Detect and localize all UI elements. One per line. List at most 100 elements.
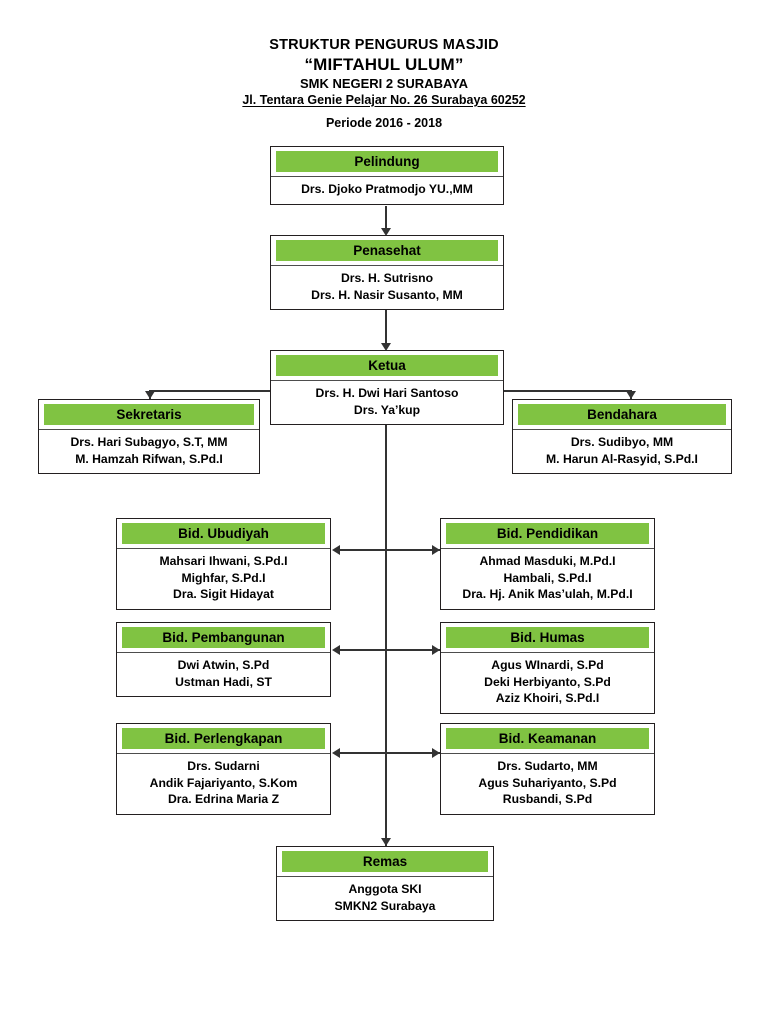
node-sekretaris-title: Sekretaris: [44, 404, 254, 425]
node-bid-keamanan[interactable]: Bid. Keamanan Drs. Sudarto, MM Agus Suha…: [440, 723, 655, 815]
node-bid-humas-title-wrap: Bid. Humas: [441, 623, 654, 652]
node-pelindung-title: Pelindung: [276, 151, 498, 172]
node-remas-divider: [277, 876, 493, 878]
member: Drs. H. Sutrisno: [340, 271, 434, 286]
member: Mighfar, S.Pd.I: [181, 570, 266, 585]
node-bid-keamanan-divider: [441, 753, 654, 755]
node-bid-humas[interactable]: Bid. Humas Agus WInardi, S.Pd Deki Herbi…: [440, 622, 655, 714]
node-remas-members: Anggota SKI SMKN2 Surabaya: [277, 877, 493, 920]
member: Andik Fajariyanto, S.Kom: [149, 775, 298, 790]
node-bendahara[interactable]: Bendahara Drs. Sudibyo, MM M. Harun Al-R…: [512, 399, 732, 475]
node-bendahara-members: Drs. Sudibyo, MM M. Harun Al-Rasyid, S.P…: [513, 430, 731, 473]
header-period: Periode 2016 - 2018: [325, 116, 443, 130]
member: Dwi Atwin, S.Pd: [177, 658, 270, 673]
member: Drs. Djoko Pratmodjo YU.,MM: [301, 182, 473, 197]
node-bid-ubudiyah-title-wrap: Bid. Ubudiyah: [117, 519, 330, 548]
member: Dra. Hj. Anik Mas’ulah, M.Pd.I: [462, 587, 633, 602]
node-ketua-title-wrap: Ketua: [271, 351, 503, 380]
node-pelindung-title-wrap: Pelindung: [271, 147, 503, 176]
member: Ustman Hadi, ST: [175, 674, 272, 689]
member: Aziz Khoiri, S.Pd.I: [495, 691, 600, 706]
member: Drs. H. Dwi Hari Santoso: [315, 386, 459, 401]
node-bid-pendidikan-members: Ahmad Masduki, M.Pd.I Hambali, S.Pd.I Dr…: [441, 549, 654, 609]
member: Drs. H. Nasir Susanto, MM: [311, 287, 463, 302]
node-pelindung-members: Drs. Djoko Pratmodjo YU.,MM: [271, 177, 503, 204]
arrow-right-pendidikan: [432, 545, 440, 555]
arrow-bendahara: [626, 391, 636, 399]
connector-row-perlengkapan-keamanan: [340, 752, 440, 755]
arrow-penasehat: [381, 228, 391, 236]
member: Ahmad Masduki, M.Pd.I: [479, 554, 616, 569]
node-bid-humas-divider: [441, 652, 654, 654]
node-bid-pembangunan[interactable]: Bid. Pembangunan Dwi Atwin, S.Pd Ustman …: [116, 622, 331, 698]
connector-main-spine: [385, 423, 388, 850]
node-bid-pendidikan-title: Bid. Pendidikan: [446, 523, 649, 544]
arrow-left-perlengkapan: [332, 748, 340, 758]
member: Rusbandi, S.Pd: [502, 792, 593, 807]
arrow-ketua: [381, 343, 391, 351]
node-bid-ubudiyah-divider: [117, 548, 330, 550]
node-bid-ubudiyah[interactable]: Bid. Ubudiyah Mahsari Ihwani, S.Pd.I Mig…: [116, 518, 331, 610]
node-bid-pendidikan-divider: [441, 548, 654, 550]
member: Drs. Ya’kup: [353, 402, 421, 417]
node-bid-pembangunan-title: Bid. Pembangunan: [122, 627, 325, 648]
node-bid-pendidikan[interactable]: Bid. Pendidikan Ahmad Masduki, M.Pd.I Ha…: [440, 518, 655, 610]
member: Dra. Sigit Hidayat: [173, 587, 274, 602]
arrow-sekretaris: [145, 391, 155, 399]
node-bid-perlengkapan-title-wrap: Bid. Perlengkapan: [117, 724, 330, 753]
arrow-right-keamanan: [432, 748, 440, 758]
arrow-remas: [381, 838, 391, 846]
member: M. Harun Al-Rasyid, S.Pd.I: [546, 451, 698, 466]
node-bid-keamanan-title-wrap: Bid. Keamanan: [441, 724, 654, 753]
node-penasehat-divider: [271, 265, 503, 267]
node-penasehat-title: Penasehat: [276, 240, 498, 261]
node-bid-ubudiyah-members: Mahsari Ihwani, S.Pd.I Mighfar, S.Pd.I D…: [117, 549, 330, 609]
member: Anggota SKI: [348, 882, 422, 897]
member: Drs. Sudibyo, MM: [570, 435, 674, 450]
header-line-organization: STRUKTUR PENGURUS MASJID: [269, 37, 499, 53]
node-sekretaris-members: Drs. Hari Subagyo, S.T, MM M. Hamzah Rif…: [39, 430, 259, 473]
node-bid-pendidikan-title-wrap: Bid. Pendidikan: [441, 519, 654, 548]
node-bendahara-divider: [513, 429, 731, 431]
node-bendahara-title: Bendahara: [518, 404, 726, 425]
chart-header: STRUKTUR PENGURUS MASJID “MIFTAHUL ULUM”…: [0, 36, 768, 109]
node-ketua-members: Drs. H. Dwi Hari Santoso Drs. Ya’kup: [271, 381, 503, 424]
node-sekretaris-title-wrap: Sekretaris: [39, 400, 259, 429]
arrow-left-pembangunan: [332, 645, 340, 655]
node-bid-humas-members: Agus WInardi, S.Pd Deki Herbiyanto, S.Pd…: [441, 653, 654, 713]
member: Deki Herbiyanto, S.Pd: [484, 674, 611, 689]
node-pelindung[interactable]: Pelindung Drs. Djoko Pratmodjo YU.,MM: [270, 146, 504, 205]
node-bid-perlengkapan-divider: [117, 753, 330, 755]
member: Drs. Sudarto, MM: [497, 759, 598, 774]
member: Dra. Edrina Maria Z: [167, 792, 280, 807]
arrow-left-ubudiyah: [332, 545, 340, 555]
header-line-school: SMK NEGERI 2 SURABAYA: [299, 76, 469, 91]
node-ketua-title: Ketua: [276, 355, 498, 376]
node-bid-keamanan-title: Bid. Keamanan: [446, 728, 649, 749]
node-bendahara-title-wrap: Bendahara: [513, 400, 731, 429]
member: Hambali, S.Pd.I: [503, 570, 592, 585]
connector-row-pembangunan-humas: [340, 649, 440, 652]
node-penasehat-members: Drs. H. Sutrisno Drs. H. Nasir Susanto, …: [271, 266, 503, 309]
connector-penasehat-ketua: [385, 305, 388, 347]
node-bid-perlengkapan[interactable]: Bid. Perlengkapan Drs. Sudarni Andik Faj…: [116, 723, 331, 815]
member: SMKN2 Surabaya: [334, 898, 436, 913]
member: Drs. Hari Subagyo, S.T, MM: [70, 435, 228, 450]
member: Agus WInardi, S.Pd: [491, 658, 604, 673]
node-bid-pembangunan-title-wrap: Bid. Pembangunan: [117, 623, 330, 652]
node-remas[interactable]: Remas Anggota SKI SMKN2 Surabaya: [276, 846, 494, 922]
member: Agus Suhariyanto, S.Pd: [478, 775, 617, 790]
node-penasehat[interactable]: Penasehat Drs. H. Sutrisno Drs. H. Nasir…: [270, 235, 504, 311]
arrow-right-humas: [432, 645, 440, 655]
node-remas-title: Remas: [282, 851, 488, 872]
node-sekretaris[interactable]: Sekretaris Drs. Hari Subagyo, S.T, MM M.…: [38, 399, 260, 475]
node-ketua-divider: [271, 380, 503, 382]
node-pelindung-divider: [271, 176, 503, 178]
header-line-mosque-name: “MIFTAHUL ULUM”: [304, 55, 464, 74]
node-bid-keamanan-members: Drs. Sudarto, MM Agus Suhariyanto, S.Pd …: [441, 754, 654, 814]
member: M. Hamzah Rifwan, S.Pd.I: [75, 451, 223, 466]
connector-row-ubudiyah-pendidikan: [340, 549, 440, 552]
node-sekretaris-divider: [39, 429, 259, 431]
member: Drs. Sudarni: [187, 759, 260, 774]
node-ketua[interactable]: Ketua Drs. H. Dwi Hari Santoso Drs. Ya’k…: [270, 350, 504, 426]
